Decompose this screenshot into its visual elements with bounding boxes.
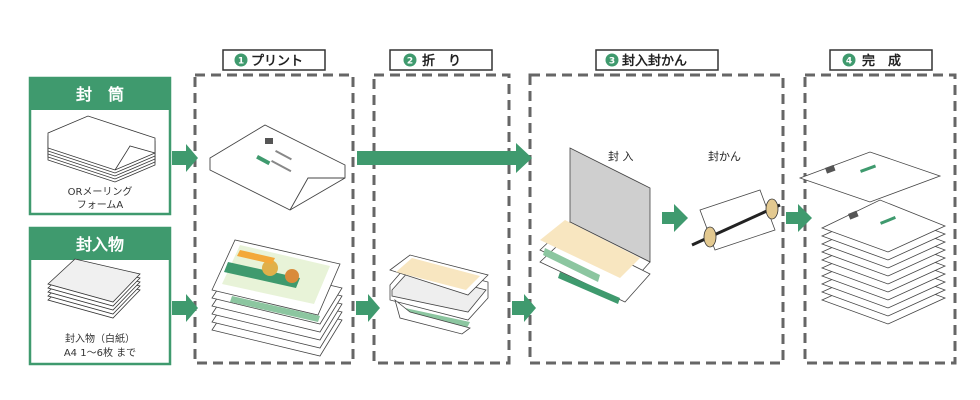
arrow-enclosure-to-print	[172, 294, 198, 322]
arrow-seal-to-complete	[786, 204, 812, 232]
arrow-print-to-fold	[356, 294, 380, 322]
enclosure-label-line1: 封入物（白紙）	[65, 332, 135, 345]
step-box-4	[803, 73, 957, 365]
step-number-3: 3	[609, 57, 615, 67]
enclosure-input-box: 封入物 封入物（白紙） A4 1～6枚 まで	[28, 226, 172, 366]
arrow-envelope-to-insert	[357, 143, 532, 173]
step-number-badge-3	[605, 53, 619, 67]
step-title-text-2: 折 り	[422, 53, 461, 69]
step-title-3: 3 封入封かん	[595, 49, 719, 71]
envelope-label-line1: ORメーリング	[68, 185, 133, 198]
step-box-2	[372, 73, 511, 365]
printed-envelope-illustration	[209, 124, 346, 211]
step-title-4: 4 完 成	[829, 49, 933, 71]
step-box-3	[528, 73, 785, 365]
arrows	[172, 143, 812, 322]
arrow-envelope-to-print	[172, 144, 198, 172]
arrow-fold-to-insert	[512, 294, 536, 322]
step-title-1: 1 プリント	[222, 49, 326, 71]
insert-label: 封 入	[608, 149, 634, 163]
step-number-badge-1	[234, 53, 248, 67]
step-title-text-1: プリント	[251, 54, 303, 69]
step-number-1: 1	[238, 57, 244, 67]
step-number-badge-2	[403, 53, 417, 67]
step-title-text-4: 完 成	[862, 53, 901, 69]
step-number-4: 4	[846, 57, 852, 67]
enclosure-label-line2: A4 1～6枚 まで	[64, 346, 136, 359]
step-title-text-3: 封入封かん	[622, 53, 687, 69]
envelope-title: 封 筒	[76, 85, 124, 104]
paper-stack-icon	[47, 258, 141, 319]
envelope-input-box: 封 筒 ORメーリング フォームA	[28, 76, 172, 216]
step-title-2: 2 折 り	[389, 49, 493, 71]
seal-label: 封かん	[708, 149, 741, 163]
envelope-stack-icon	[47, 115, 156, 183]
insert-illustration	[539, 147, 651, 304]
enclosure-title-bar	[30, 228, 170, 260]
step-number-badge-4	[842, 53, 856, 67]
seal-roller-illustration	[691, 189, 781, 251]
enclosure-title: 封入物	[76, 235, 124, 254]
arrow-insert-to-seal	[662, 204, 688, 232]
step-number-2: 2	[407, 57, 413, 67]
envelope-title-bar	[30, 78, 170, 110]
envelope-label-line2: フォームA	[77, 199, 124, 211]
printed-sheets-illustration	[211, 239, 343, 357]
finished-envelopes-illustration	[798, 151, 947, 325]
folded-paper-illustration	[389, 254, 489, 335]
